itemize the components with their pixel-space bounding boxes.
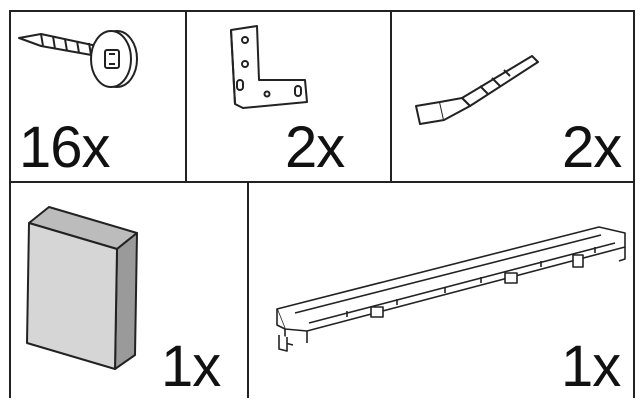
part-cell-rail: 1x xyxy=(249,183,633,398)
part-cell-screw: 16x xyxy=(11,12,185,181)
quantity-label: 2x xyxy=(285,115,345,180)
angle-bracket-icon xyxy=(230,25,308,109)
part-cell-bracket: 2x xyxy=(187,12,390,181)
block-icon xyxy=(26,206,138,370)
part-cell-block: 1x xyxy=(11,183,247,398)
part-cell-key: 2x xyxy=(392,12,633,181)
row-divider xyxy=(9,181,635,183)
screw-icon xyxy=(18,30,138,88)
quantity-label: 16x xyxy=(19,115,111,180)
column-divider xyxy=(390,10,392,182)
parts-table xyxy=(9,10,635,398)
column-divider xyxy=(247,181,249,398)
quantity-label: 1x xyxy=(561,334,621,399)
key-tool-icon xyxy=(415,55,539,125)
quantity-label: 1x xyxy=(161,334,221,399)
column-divider xyxy=(185,10,187,182)
quantity-label: 2x xyxy=(562,115,622,180)
rail-icon xyxy=(276,226,626,352)
